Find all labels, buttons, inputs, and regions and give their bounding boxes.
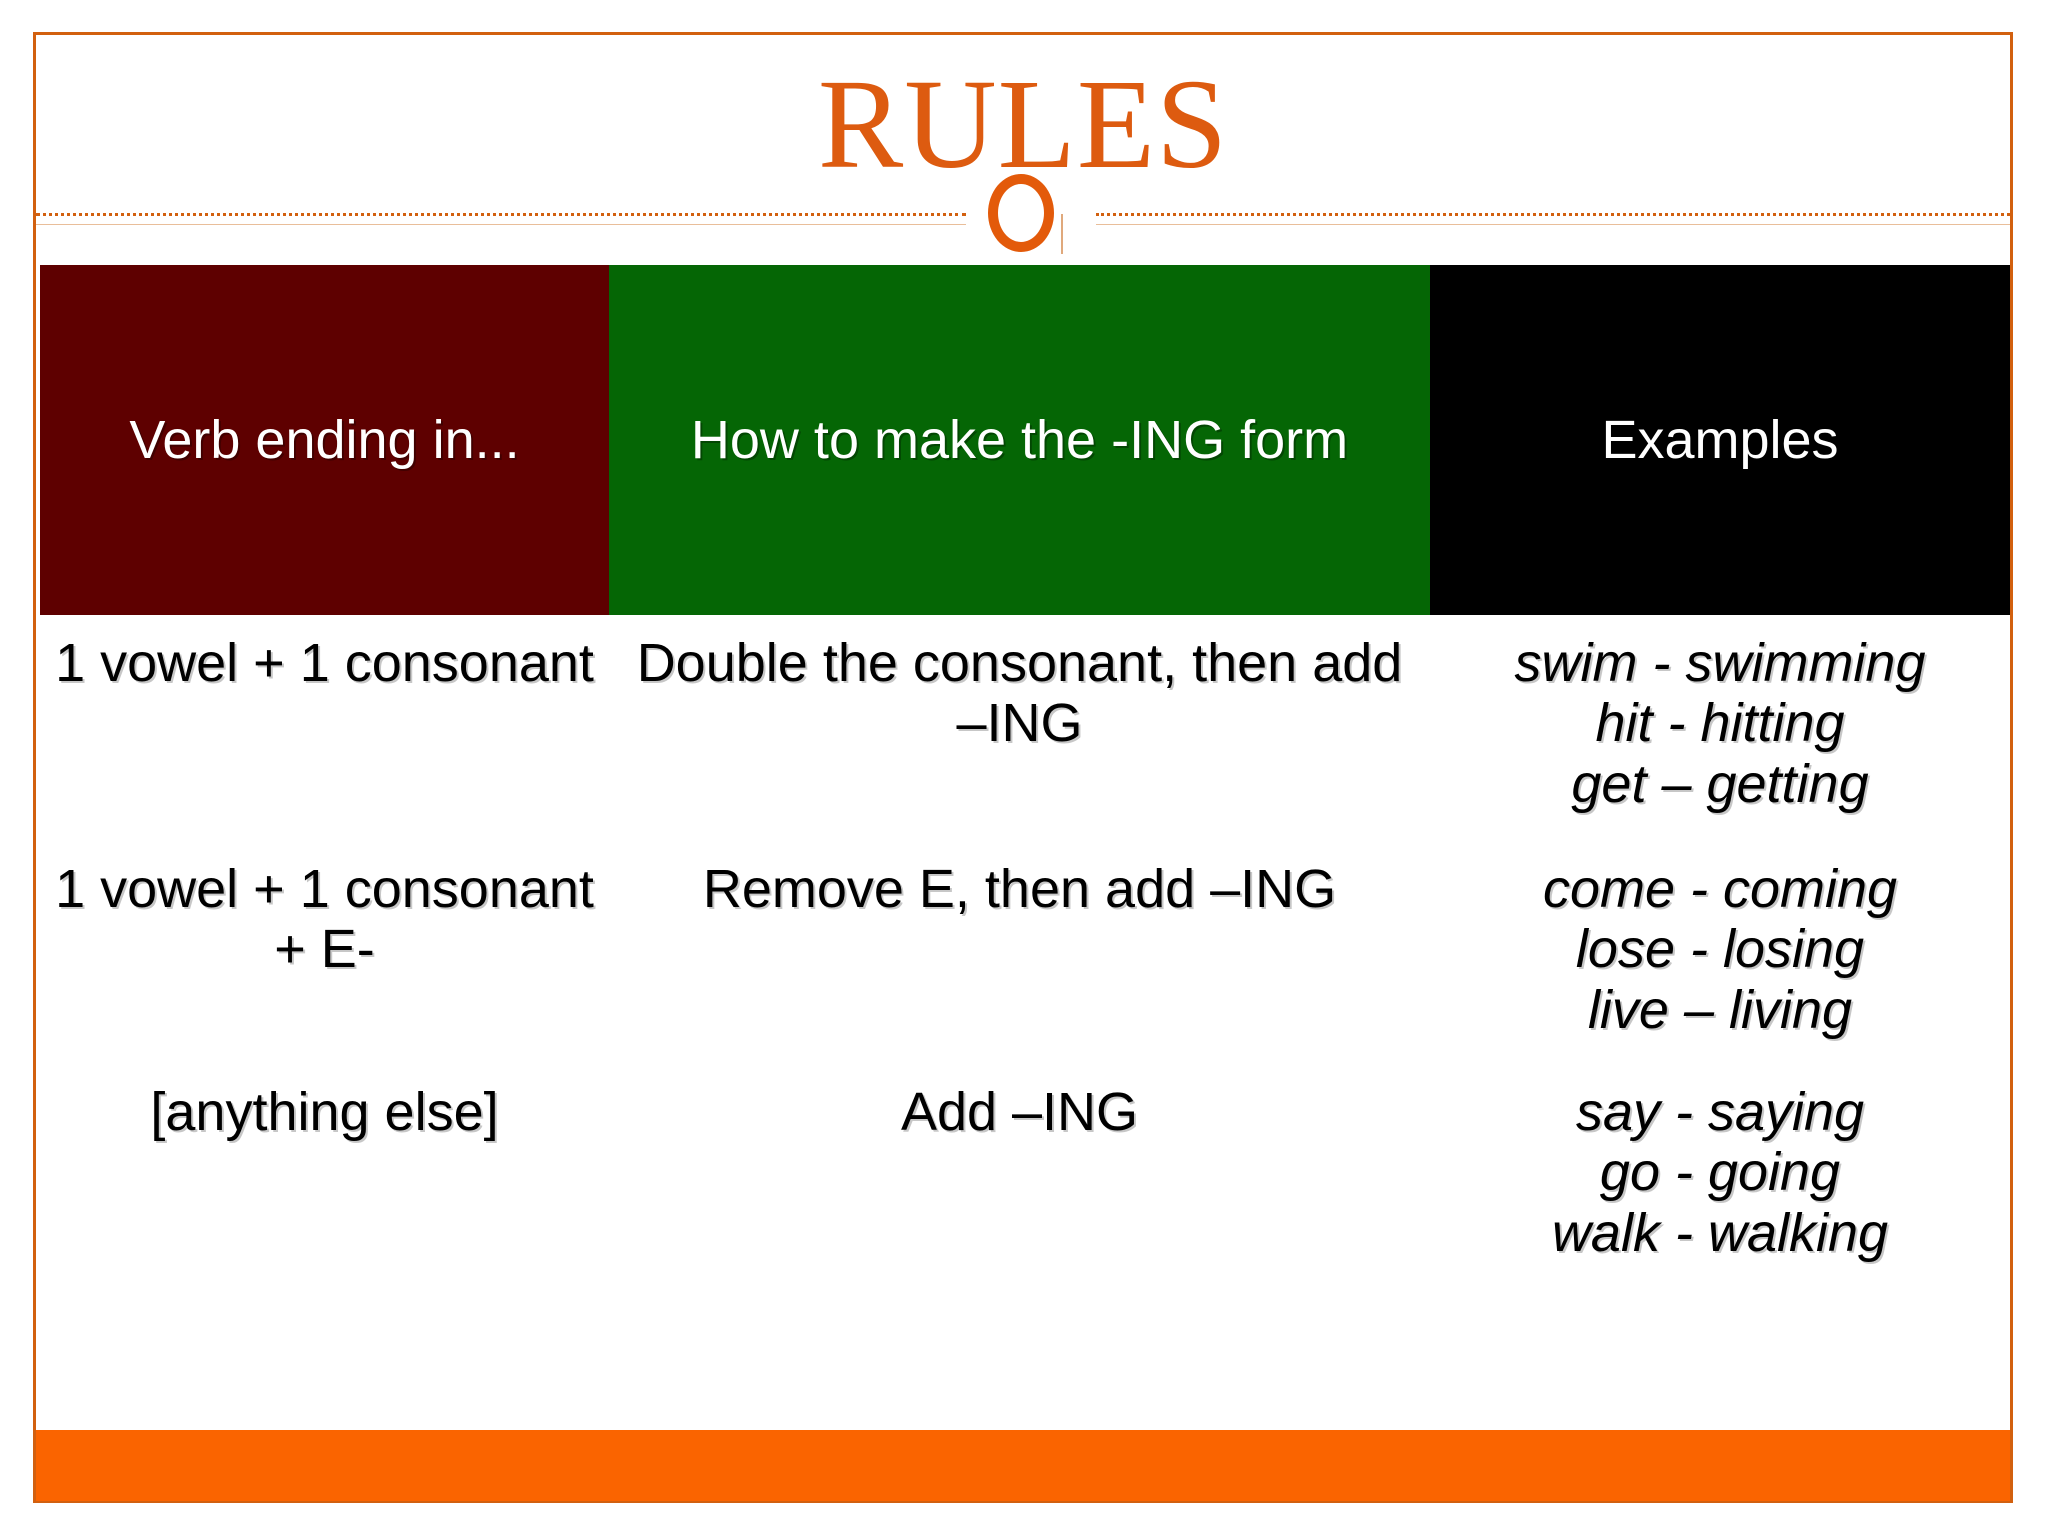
example-line: hit - hitting: [1595, 693, 1845, 754]
title-area: RULES: [36, 36, 2010, 212]
divider-tick-mark: [1061, 214, 1063, 254]
example-line: lose - losing: [1575, 919, 1865, 980]
ring-ornament-icon: [988, 174, 1054, 252]
cell-verb-ending: 1 vowel + 1 consonant + E-: [40, 841, 609, 1064]
cell-verb-ending: 1 vowel + 1 consonant: [40, 615, 609, 841]
example-line: walk - walking: [1551, 1202, 1889, 1263]
page-title: RULES: [817, 53, 1229, 195]
example-line: live – living: [1587, 979, 1853, 1040]
table-body: 1 vowel + 1 consonant Double the consona…: [40, 615, 2010, 1292]
divider-dotted-right: [1096, 213, 2010, 216]
table-header-row: Verb ending in... How to make the -ING f…: [40, 265, 2010, 615]
divider-hairline-left: [36, 224, 966, 225]
table-row: [anything else] Add –ING say - saying go…: [40, 1064, 2010, 1292]
cell-how-to: Add –ING: [609, 1064, 1430, 1292]
bottom-accent-bar: [36, 1430, 2010, 1501]
table-row: 1 vowel + 1 consonant + E- Remove E, the…: [40, 841, 2010, 1064]
table-row: 1 vowel + 1 consonant Double the consona…: [40, 615, 2010, 841]
cell-examples: say - saying go - going walk - walking: [1430, 1064, 2010, 1292]
example-line: swim - swimming: [1514, 633, 1926, 693]
rules-table: Verb ending in... How to make the -ING f…: [40, 265, 2010, 1292]
cell-examples: swim - swimming hit - hitting get – gett…: [1430, 615, 2010, 841]
table-header: Verb ending in... How to make the -ING f…: [40, 265, 2010, 615]
cell-verb-ending: [anything else]: [40, 1064, 609, 1292]
column-header-verb-ending: Verb ending in...: [40, 265, 609, 615]
example-line: go - going: [1599, 1142, 1841, 1203]
column-header-examples: Examples: [1430, 265, 2010, 615]
cell-how-to: Double the consonant, then add –ING: [609, 615, 1430, 841]
cell-how-to: Remove E, then add –ING: [609, 841, 1430, 1064]
divider-dotted-left: [36, 213, 966, 216]
example-line: say - saying: [1575, 1082, 1865, 1142]
divider-hairline-right: [1096, 224, 2010, 225]
cell-examples: come - coming lose - losing live – livin…: [1430, 841, 2010, 1064]
example-line: get – getting: [1571, 753, 1869, 814]
column-header-how-to-make-ing: How to make the -ING form: [609, 265, 1430, 615]
example-line: come - coming: [1542, 859, 1898, 919]
title-divider: [36, 174, 2010, 260]
